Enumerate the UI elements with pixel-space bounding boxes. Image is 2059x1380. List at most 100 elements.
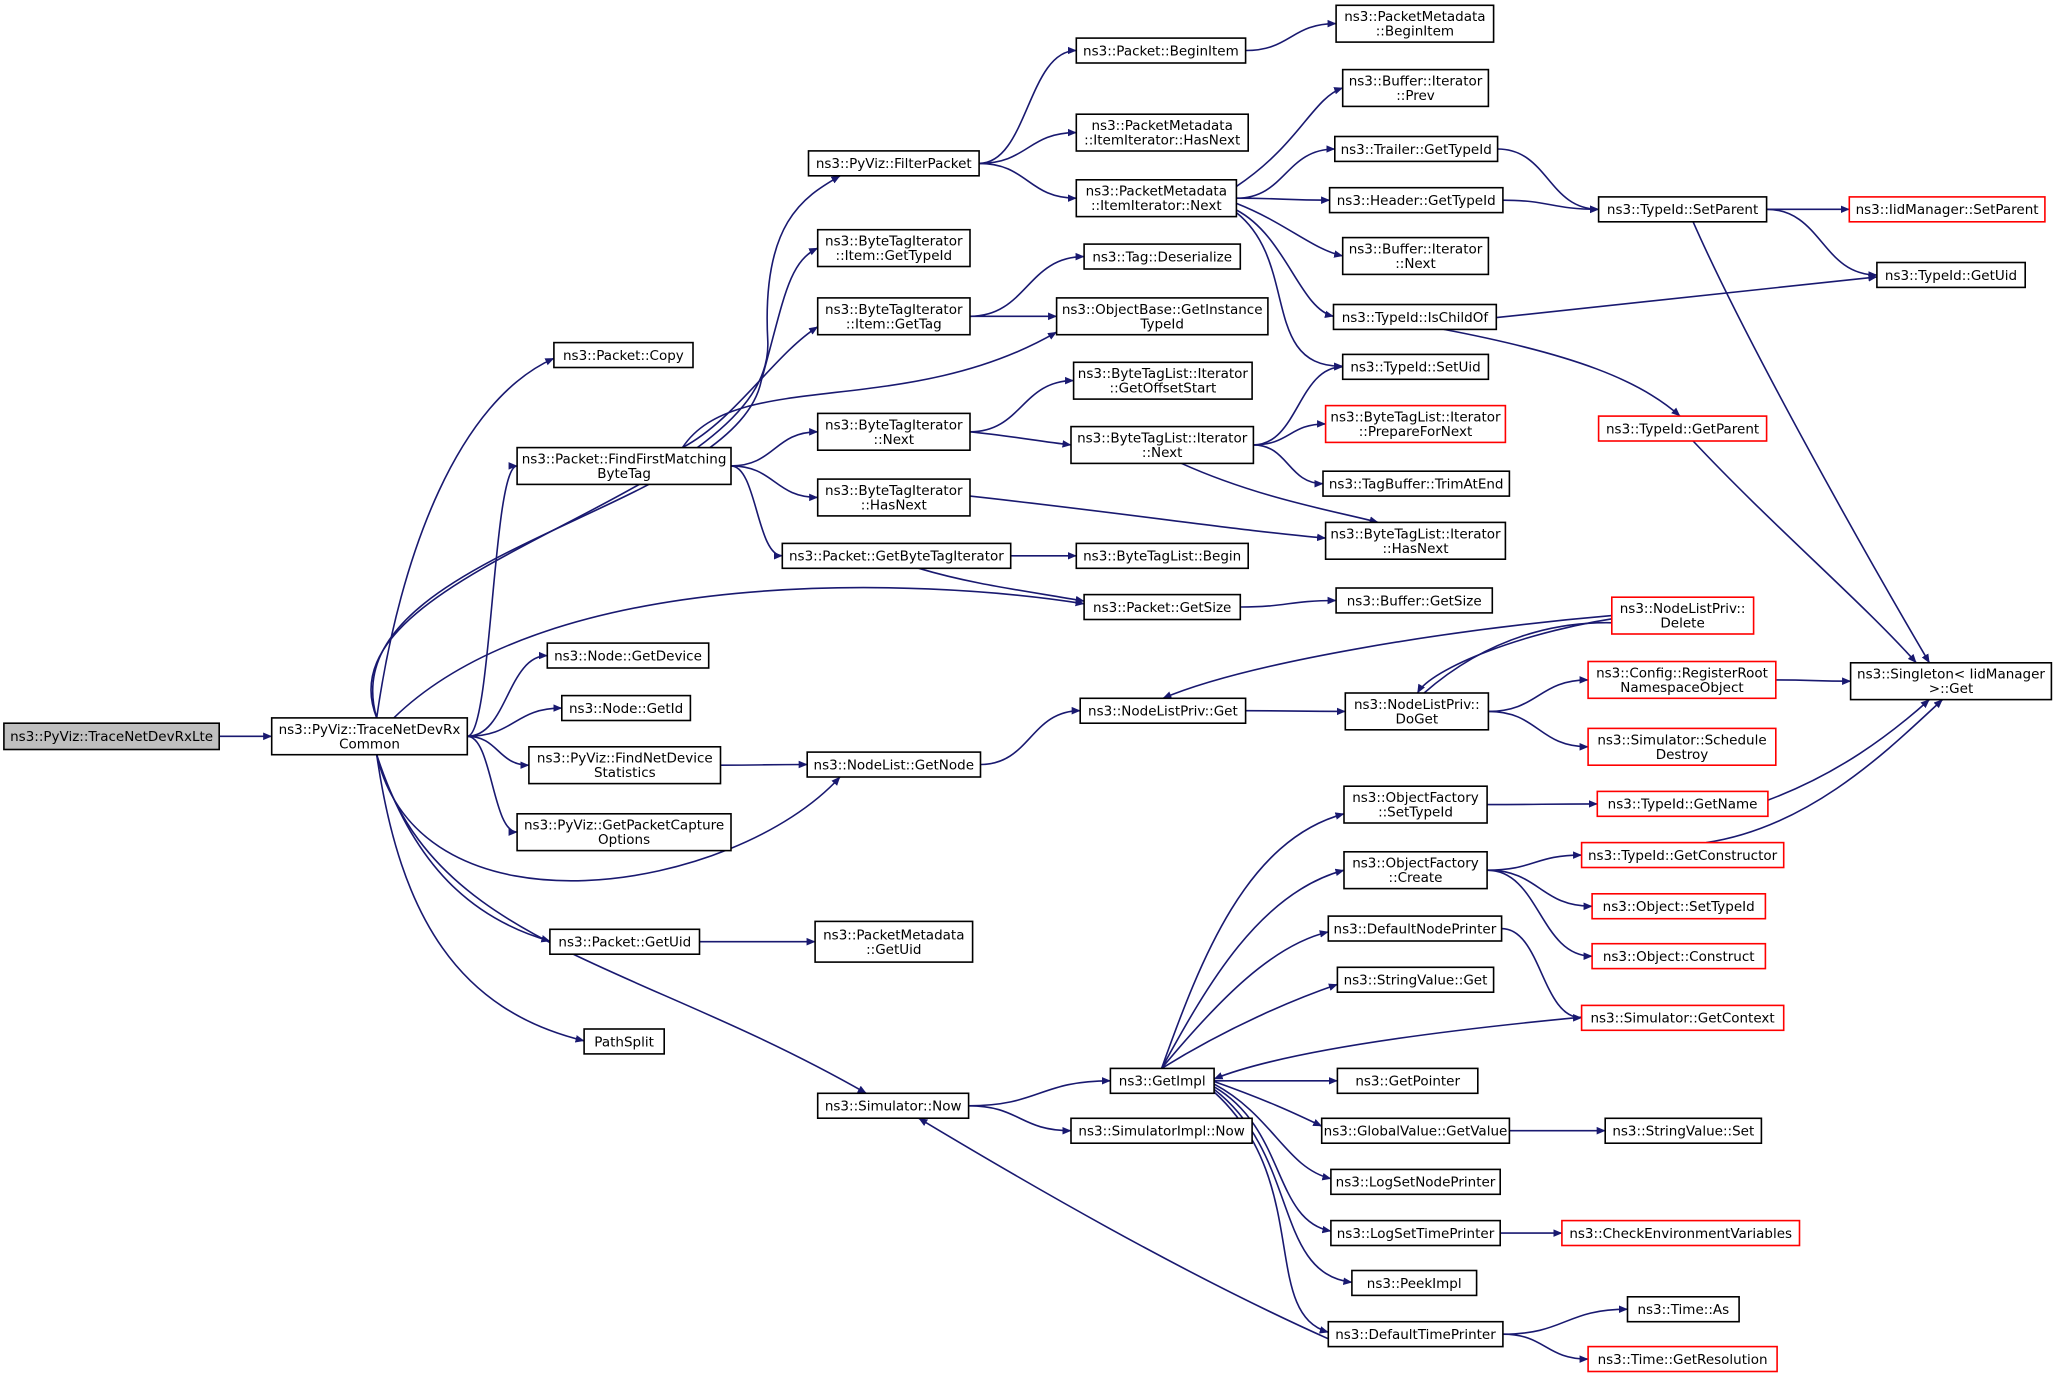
function-node-getdevice[interactable]: ns3::Node::GetDevice	[546, 642, 710, 669]
function-node-simgetcontext[interactable]: ns3::Simulator::GetContext	[1580, 1004, 1785, 1032]
function-node-nlpdoget[interactable]: ns3::NodeListPriv::DoGet	[1344, 692, 1490, 731]
node-box	[1079, 697, 1247, 724]
function-node-getimpl[interactable]: ns3::GetImpl	[1109, 1067, 1215, 1095]
function-node-pmbeginitem[interactable]: ns3::PacketMetadata::BeginItem	[1335, 4, 1495, 43]
function-node-setuid[interactable]: ns3::TypeId::SetUid	[1341, 353, 1490, 381]
function-node-headergettypeid[interactable]: ns3::Header::GetTypeId	[1328, 186, 1504, 214]
function-node-simimplnow[interactable]: ns3::SimulatorImpl::Now	[1070, 1117, 1253, 1145]
function-node-pathsplit[interactable]: PathSplit	[583, 1028, 665, 1055]
function-node-btlbegin[interactable]: ns3::ByteTagList::Begin	[1075, 542, 1250, 570]
node-label: ns3::PyViz::GetPacketCapture	[524, 818, 724, 834]
function-node-getsize[interactable]: ns3::Packet::GetSize	[1083, 593, 1242, 621]
function-node-getid[interactable]: ns3::Node::GetId	[560, 694, 692, 722]
node-label: ns3::NodeListPriv::	[1354, 697, 1480, 713]
node-label: Statistics	[594, 765, 656, 781]
node-box	[1343, 850, 1488, 890]
node-label: ns3::ByteTagList::Begin	[1083, 549, 1241, 565]
function-node-nlpget[interactable]: ns3::NodeListPriv::Get	[1079, 697, 1247, 724]
function-node-defnodeprinter[interactable]: ns3::DefaultNodePrinter	[1327, 915, 1503, 942]
call-edge-pmiinext-to-bufitprev	[1235, 87, 1344, 188]
function-node-tagbuftrim[interactable]: ns3::TagBuffer::TrimAtEnd	[1322, 470, 1511, 497]
function-node-copy[interactable]: ns3::Packet::Copy	[553, 341, 694, 369]
function-node-typeidgetname[interactable]: ns3::TypeId::GetName	[1596, 790, 1769, 818]
function-node-btihasnext[interactable]: ns3::ByteTagIterator::HasNext	[816, 478, 971, 517]
function-node-logsetnodeprinter[interactable]: ns3::LogSetNodePrinter	[1330, 1168, 1502, 1196]
function-node-simnow[interactable]: ns3::Simulator::Now	[816, 1092, 970, 1120]
call-edge-deftimeprinter-to-timeas	[1502, 1305, 1628, 1335]
call-edge-ffmbt-to-btinext	[731, 428, 819, 467]
call-edge-ffmbt-to-getbti	[730, 465, 783, 560]
call-edge-ffmbt-to-obgit	[681, 331, 1058, 449]
function-node-typeidgetctor[interactable]: ns3::TypeId::GetConstructor	[1580, 841, 1785, 869]
function-node-nlpdelete[interactable]: ns3::NodeListPriv::Delete	[1611, 596, 1755, 635]
function-node-timegetres[interactable]: ns3::Time::GetResolution	[1587, 1345, 1778, 1373]
call-edge-ofsettypeid-to-typeidgetname	[1487, 800, 1598, 808]
function-node-checkenv[interactable]: ns3::CheckEnvironmentVariables	[1561, 1219, 1801, 1247]
function-node-trailergettypeid[interactable]: ns3::Trailer::GetTypeId	[1334, 135, 1499, 163]
node-label: ns3::Trailer::GetTypeId	[1341, 142, 1492, 158]
function-node-pmgetuid[interactable]: ns3::PacketMetadata::GetUid	[814, 920, 974, 963]
node-box	[1580, 841, 1785, 869]
node-label: Common	[339, 736, 400, 752]
node-label: ns3::Object::Construct	[1603, 949, 1755, 965]
node-box	[270, 717, 469, 756]
function-node-stringvalueget[interactable]: ns3::StringValue::Get	[1336, 966, 1495, 993]
function-node-getuid[interactable]: ns3::Packet::GetUid	[549, 928, 701, 955]
function-node-btinext[interactable]: ns3::ByteTagIterator::Next	[816, 412, 971, 451]
function-node-getparent[interactable]: ns3::TypeId::GetParent	[1597, 415, 1768, 442]
call-edge-btlitnext-to-setuid	[1253, 363, 1344, 446]
function-node-tagdeser[interactable]: ns3::Tag::Deserialize	[1083, 243, 1242, 270]
node-label: ns3::SimulatorImpl::Now	[1078, 1124, 1244, 1140]
function-node-filterpacket[interactable]: ns3::PyViz::FilterPacket	[807, 150, 980, 177]
node-box	[1604, 1117, 1763, 1145]
function-node-timeas[interactable]: ns3::Time::As	[1626, 1296, 1740, 1323]
function-node-setparent[interactable]: ns3::TypeId::SetParent	[1597, 196, 1768, 223]
function-node-getbti[interactable]: ns3::Packet::GetByteTagIterator	[781, 542, 1012, 570]
function-node-singletonget[interactable]: ns3::Singleton< IidManager >::Get	[1849, 661, 2053, 701]
node-box	[1351, 1269, 1478, 1297]
function-node-btiitemgettag[interactable]: ns3::ByteTagIterator::Item::GetTag	[816, 297, 971, 336]
function-node-ofcreate[interactable]: ns3::ObjectFactory::Create	[1343, 850, 1488, 890]
node-label: ns3::StringValue::Get	[1344, 973, 1488, 989]
function-node-ofsettypeid[interactable]: ns3::ObjectFactory::SetTypeId	[1343, 785, 1488, 824]
function-node-btlitgos[interactable]: ns3::ByteTagList::Iterator::GetOffsetSta…	[1072, 361, 1253, 400]
function-node-pmiinext[interactable]: ns3::PacketMetadata::ItemIterator::Next	[1075, 179, 1238, 218]
call-edge-simnow-to-simimplnow	[968, 1105, 1072, 1135]
node-label: ns3::Time::As	[1637, 1302, 1729, 1318]
function-node-typeidgetuid[interactable]: ns3::TypeId::GetUid	[1876, 261, 2027, 289]
call-edge-filterpacket-to-pmiihasnext	[979, 128, 1077, 165]
function-node-bufgetsize[interactable]: ns3::Buffer::GetSize	[1335, 587, 1494, 614]
function-node-objsettypeid[interactable]: ns3::Object::SetTypeId	[1591, 892, 1767, 920]
node-label: ns3::Config::RegisterRoot	[1596, 665, 1768, 681]
function-node-stringvalueset[interactable]: ns3::StringValue::Set	[1604, 1117, 1763, 1145]
function-node-btlitnext[interactable]: ns3::ByteTagList::Iterator::Next	[1070, 425, 1255, 465]
function-node-btlitpfn[interactable]: ns3::ByteTagList::Iterator::PrepareForNe…	[1324, 404, 1507, 444]
function-node-btlithasnext[interactable]: ns3::ByteTagList::Iterator::HasNext	[1324, 521, 1507, 561]
function-node-objconstruct[interactable]: ns3::Object::Construct	[1591, 942, 1767, 970]
function-node-peekimpl[interactable]: ns3::PeekImpl	[1351, 1269, 1478, 1297]
node-label: ns3::TypeId::GetParent	[1606, 421, 1759, 437]
function-node-iidsetparent[interactable]: ns3::IidManager::SetParent	[1848, 196, 2046, 223]
function-node-bufitnext[interactable]: ns3::Buffer::Iterator::Next	[1341, 236, 1490, 276]
function-node-beginitem[interactable]: ns3::Packet::BeginItem	[1075, 37, 1247, 64]
function-node-nodelistgetnode[interactable]: ns3::NodeList::GetNode	[806, 751, 982, 778]
function-node-pmiihasnext[interactable]: ns3::PacketMetadata::ItemIterator::HasNe…	[1075, 113, 1250, 152]
function-node-logsettimeprinter[interactable]: ns3::LogSetTimePrinter	[1330, 1219, 1502, 1247]
call-edge-pmiinext-to-ischildof	[1236, 209, 1334, 319]
function-node-gvgetvalue[interactable]: ns3::GlobalValue::GetValue	[1320, 1117, 1511, 1145]
function-node-ischildof[interactable]: ns3::TypeId::IsChildOf	[1332, 303, 1498, 331]
function-node-deftimeprinter[interactable]: ns3::DefaultTimePrinter	[1327, 1320, 1504, 1348]
function-node-btiitemgettypeid[interactable]: ns3::ByteTagIterator::Item::GetTypeId	[816, 228, 971, 268]
function-node-bufitprev[interactable]: ns3::Buffer::Iterator::Prev	[1341, 68, 1490, 108]
node-label: ns3::NodeList::GetNode	[814, 757, 975, 773]
node-label: ::HasNext	[861, 498, 927, 514]
function-node-getpointer[interactable]: ns3::GetPointer	[1336, 1067, 1479, 1095]
node-label: ns3::ByteTagList::Iterator	[1330, 410, 1501, 426]
